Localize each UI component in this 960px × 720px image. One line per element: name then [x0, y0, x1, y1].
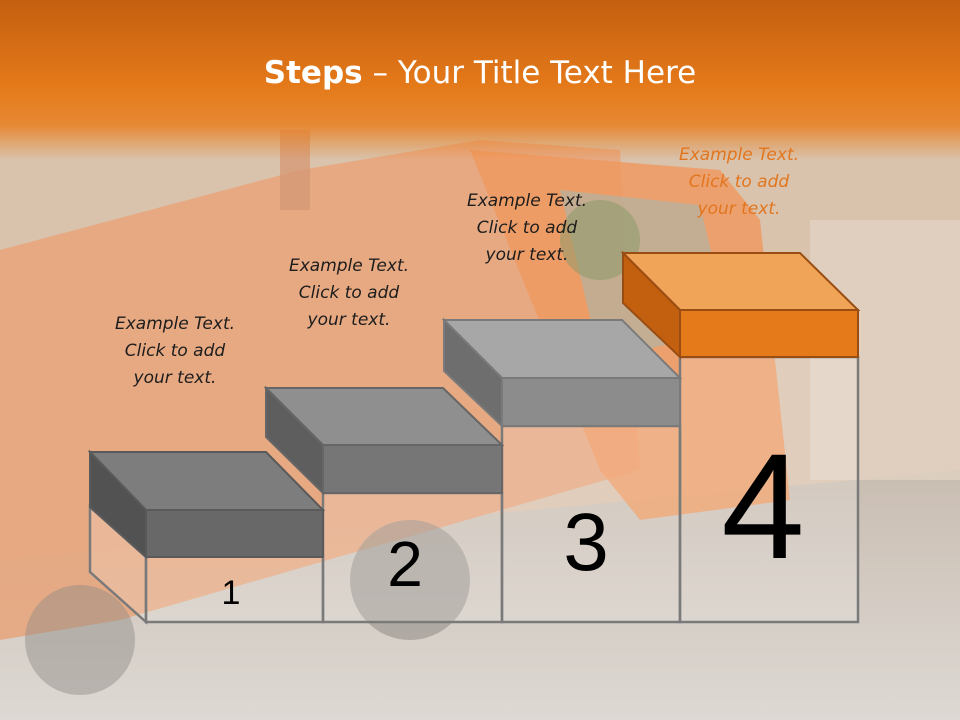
step-4-block[interactable] — [620, 250, 861, 360]
caption-line: Example Text. — [288, 256, 410, 276]
slide-title[interactable]: Steps – Your Title Text Here — [0, 55, 960, 91]
step-3-number: 3 — [563, 497, 609, 588]
step-columns-outline — [88, 355, 860, 625]
step-1-caption[interactable]: Example Text. Click to add your text. — [90, 311, 260, 392]
step-1-number: 1 — [222, 574, 241, 612]
caption-line: Example Text. — [114, 314, 236, 334]
title-bold-word: Steps — [263, 55, 363, 91]
caption-line: Click to add — [688, 172, 790, 192]
caption-line: your text. — [697, 199, 781, 219]
step-3-block[interactable] — [441, 317, 683, 429]
title-separator: – — [362, 55, 398, 91]
step-1-block[interactable] — [87, 449, 326, 560]
caption-line: your text. — [485, 245, 569, 265]
caption-line: Example Text. — [678, 145, 800, 165]
caption-line: your text. — [133, 368, 217, 388]
title-bar — [0, 0, 960, 160]
caption-line: your text. — [307, 310, 391, 330]
title-rest: Your Title Text Here — [397, 55, 697, 91]
step-2-number: 2 — [387, 528, 423, 600]
step-4-caption[interactable]: Example Text. Click to add your text. — [654, 142, 824, 223]
caption-line: Example Text. — [466, 191, 588, 211]
caption-line: Click to add — [298, 283, 400, 303]
step-2-caption[interactable]: Example Text. Click to add your text. — [264, 253, 434, 334]
step-4-number: 4 — [721, 422, 804, 590]
step-3-caption[interactable]: Example Text. Click to add your text. — [442, 188, 612, 269]
caption-line: Click to add — [476, 218, 578, 238]
caption-line: Click to add — [124, 341, 226, 361]
step-2-block[interactable] — [263, 385, 505, 496]
